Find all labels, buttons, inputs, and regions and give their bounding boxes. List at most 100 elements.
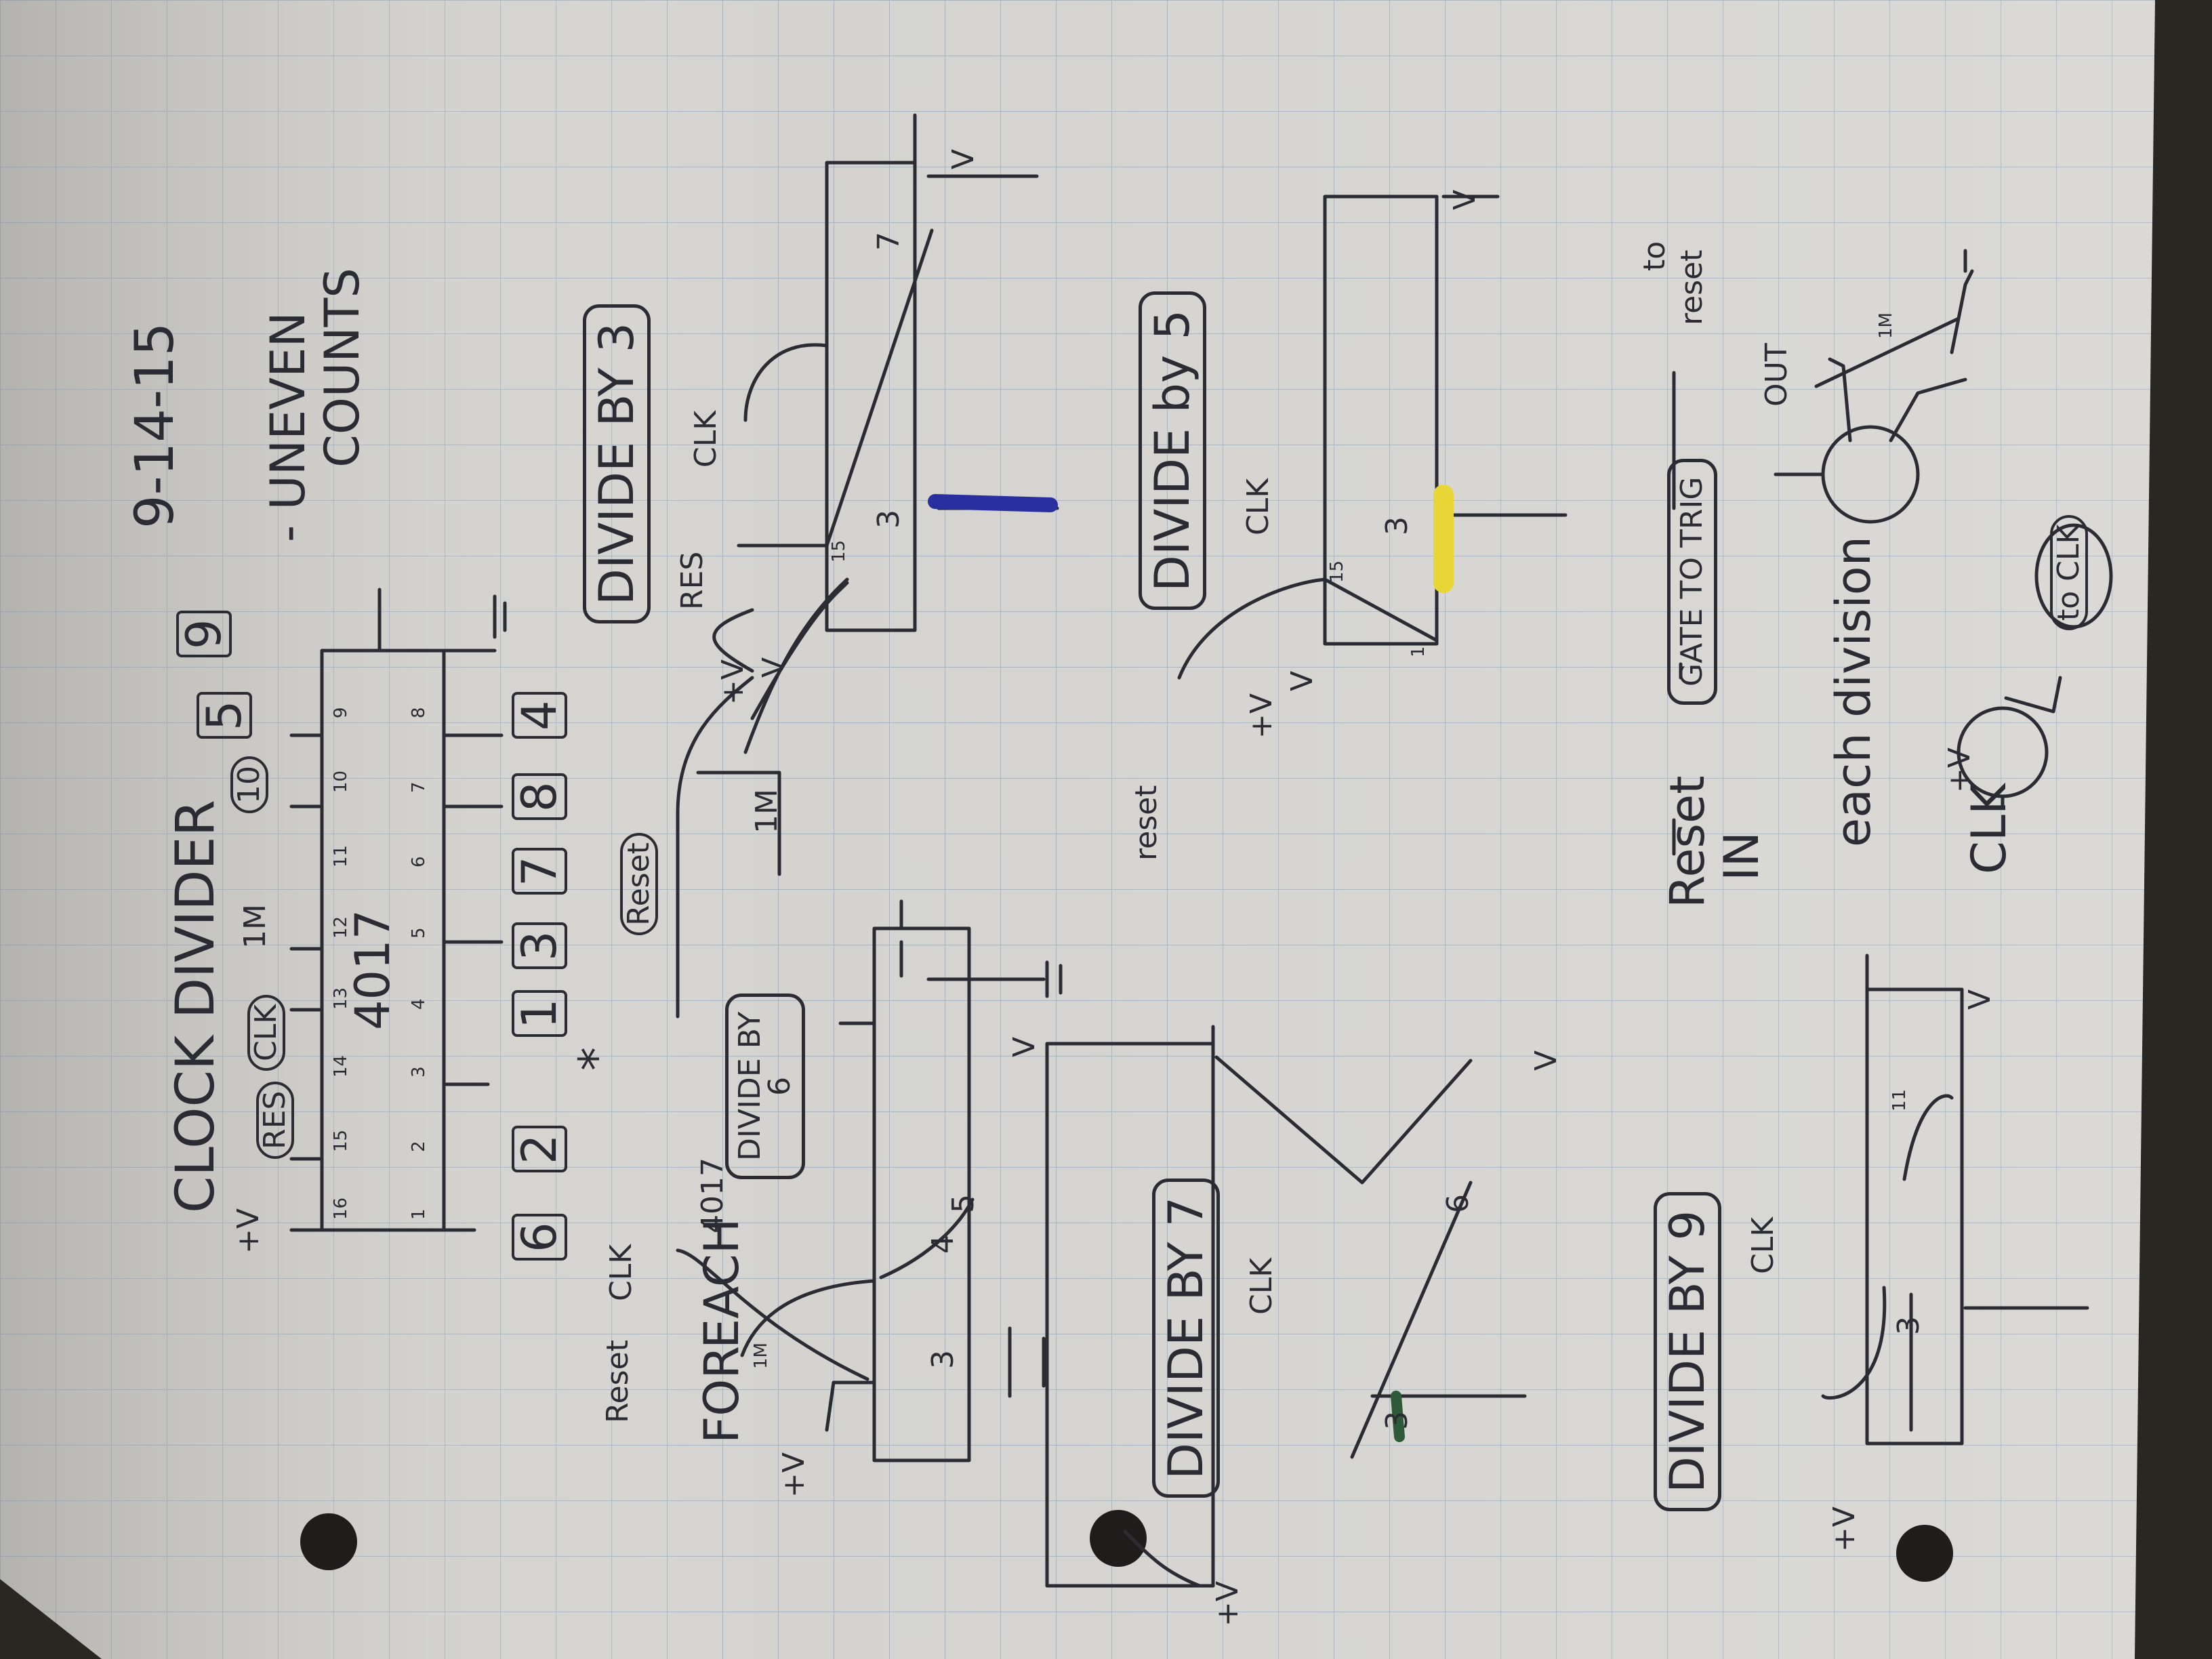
pin-3-label-5: 3 bbox=[1380, 516, 1414, 535]
pin-5-label-6: 5 bbox=[946, 1194, 981, 1213]
output-box-7: 7 bbox=[512, 848, 567, 895]
pin-3-label-6: 3 bbox=[926, 1350, 960, 1369]
note-line-1: - UNEVEN bbox=[260, 312, 316, 542]
chip-pin-11: 11 bbox=[331, 844, 351, 867]
chip-pin-15: 15 bbox=[331, 1129, 351, 1152]
pin-15-label-5: 15 bbox=[1327, 560, 1347, 583]
to-clk-label: to CLK bbox=[2050, 514, 2088, 630]
v-label-3: V bbox=[756, 657, 791, 678]
green-highlight bbox=[1391, 1391, 1405, 1442]
output-box-4: 4 bbox=[512, 692, 567, 739]
reset-in-line-2: IN bbox=[1714, 831, 1769, 881]
output-box-1: 1 bbox=[512, 990, 567, 1037]
clk-label-5: CLK bbox=[1241, 478, 1275, 535]
divide-by-6-title: DIVIDE BY 6 bbox=[725, 993, 805, 1179]
gate-transistor-stage bbox=[1672, 249, 2113, 856]
chip-label-5: 5 bbox=[197, 692, 252, 739]
pin-11-label-9: 11 bbox=[1889, 1088, 1910, 1111]
to-reset-line-1: to bbox=[1637, 241, 1672, 271]
clk-label-3: CLK bbox=[689, 410, 723, 468]
res-label-3: RES bbox=[675, 551, 710, 610]
blue-highlight bbox=[928, 494, 1058, 512]
chip-label-9: 9 bbox=[176, 611, 232, 657]
v-mark-3: V bbox=[946, 148, 981, 169]
output-box-2: 2 bbox=[512, 1126, 567, 1172]
reset-net-label: Reset bbox=[620, 833, 658, 935]
pin-3-label-3: 3 bbox=[872, 510, 906, 529]
chip-pin-13: 13 bbox=[331, 987, 351, 1010]
chip-pin-1: 1 bbox=[409, 1208, 429, 1220]
chip-label-clk: CLK bbox=[247, 994, 285, 1071]
chip-pin-14: 14 bbox=[331, 1054, 351, 1078]
output-box-6: 6 bbox=[512, 1214, 567, 1261]
chip-pin-6: 6 bbox=[409, 856, 429, 867]
chip-label-1m: 1M bbox=[238, 904, 272, 949]
each-division-label: each division bbox=[1826, 536, 1881, 847]
pin-6-label-7: 6 bbox=[1441, 1194, 1475, 1213]
clk-label-transistor: CLK bbox=[1961, 783, 2017, 874]
divide-by-6-title-line-2: 6 bbox=[762, 1076, 797, 1096]
chip-pin-12: 12 bbox=[331, 916, 351, 939]
divide-by-9-chip bbox=[1821, 954, 2089, 1446]
v-mark-7: V bbox=[1529, 1050, 1563, 1071]
divide-by-3-title: DIVIDE BY 3 bbox=[583, 304, 651, 623]
divide-by-9-title: DIVIDE BY 9 bbox=[1654, 1191, 1721, 1511]
reset-in-line-1: Reset bbox=[1660, 775, 1715, 908]
reset-net-resistor-label: 1M bbox=[750, 789, 784, 834]
v-mark-6: V bbox=[1007, 1036, 1042, 1057]
resistor-label-transistor: 1M bbox=[1876, 312, 1896, 339]
pin-3-label-7: 3 bbox=[1380, 1411, 1414, 1430]
pin-4-label-6: 4 bbox=[926, 1235, 960, 1254]
chip-pin-4: 4 bbox=[409, 998, 429, 1010]
chip-pin-5: 5 bbox=[409, 927, 429, 939]
output-box-3: 3 bbox=[512, 922, 567, 969]
divide-by-5-title: DIVIDE by 5 bbox=[1139, 291, 1206, 610]
chip-pin-7: 7 bbox=[409, 781, 429, 793]
binder-holes bbox=[300, 1510, 1953, 1582]
chip-label-res: RES bbox=[256, 1081, 294, 1159]
chip-part-number: 4017 bbox=[345, 909, 401, 1030]
divide-by-5-chip bbox=[1177, 194, 1568, 680]
chip-asterisk: * bbox=[569, 1047, 624, 1071]
chip-pin-2: 2 bbox=[409, 1141, 429, 1152]
for-label: FOR bbox=[694, 1346, 750, 1443]
divide-by-6-chip bbox=[676, 899, 1063, 1462]
each-label: EACH bbox=[694, 1218, 750, 1349]
chip-label-plus-v: +V bbox=[231, 1208, 266, 1254]
plus-v-label-7: +V bbox=[1210, 1581, 1245, 1626]
divide-by-7-title: DIVIDE BY 7 bbox=[1152, 1178, 1220, 1498]
plus-v-label-6: +V bbox=[777, 1452, 811, 1498]
pin-15-label-3: 15 bbox=[829, 539, 849, 562]
chip-pin-16: 16 bbox=[331, 1197, 351, 1220]
reset-label-6: Reset bbox=[600, 1340, 635, 1423]
chip-pin-10: 10 bbox=[331, 770, 351, 793]
reset-diode-network bbox=[676, 577, 849, 1019]
chip-label-10: 10 bbox=[230, 756, 268, 813]
gate-to-trig-box: GATE TO TRIG bbox=[1667, 458, 1717, 705]
resistor-label-6: 1M bbox=[751, 1343, 771, 1369]
chip-pin-8: 8 bbox=[409, 707, 429, 718]
page-date: 9-14-15 bbox=[125, 322, 186, 529]
clk-label-9: CLK bbox=[1746, 1216, 1780, 1274]
divide-by-7-chip bbox=[1045, 1025, 1527, 1588]
v-label-5: V bbox=[1285, 670, 1319, 691]
v-mark-9: V bbox=[1963, 989, 1997, 1010]
clk-label-7: CLK bbox=[1244, 1257, 1279, 1315]
plus-v-label-5: +V bbox=[1244, 693, 1279, 739]
page-title: CLOCK DIVIDER bbox=[165, 800, 226, 1213]
note-line-2: COUNTS bbox=[314, 268, 370, 468]
plus-v-label-9: +V bbox=[1827, 1507, 1862, 1552]
output-box-8: 8 bbox=[512, 773, 567, 820]
reset-label-5: reset bbox=[1129, 785, 1164, 861]
v-mark-5: V bbox=[1448, 189, 1482, 210]
out-label: OUT bbox=[1759, 343, 1794, 407]
4017-label: 4017 bbox=[695, 1158, 730, 1233]
chip-pin-9: 9 bbox=[331, 707, 351, 718]
chip-pin-3: 3 bbox=[409, 1066, 429, 1078]
pin-7-label-3: 7 bbox=[872, 232, 906, 251]
pin-1-label-5: 1 bbox=[1408, 646, 1429, 657]
clk-label-6: CLK bbox=[604, 1244, 638, 1301]
chip-4017-pinout bbox=[289, 588, 507, 1232]
